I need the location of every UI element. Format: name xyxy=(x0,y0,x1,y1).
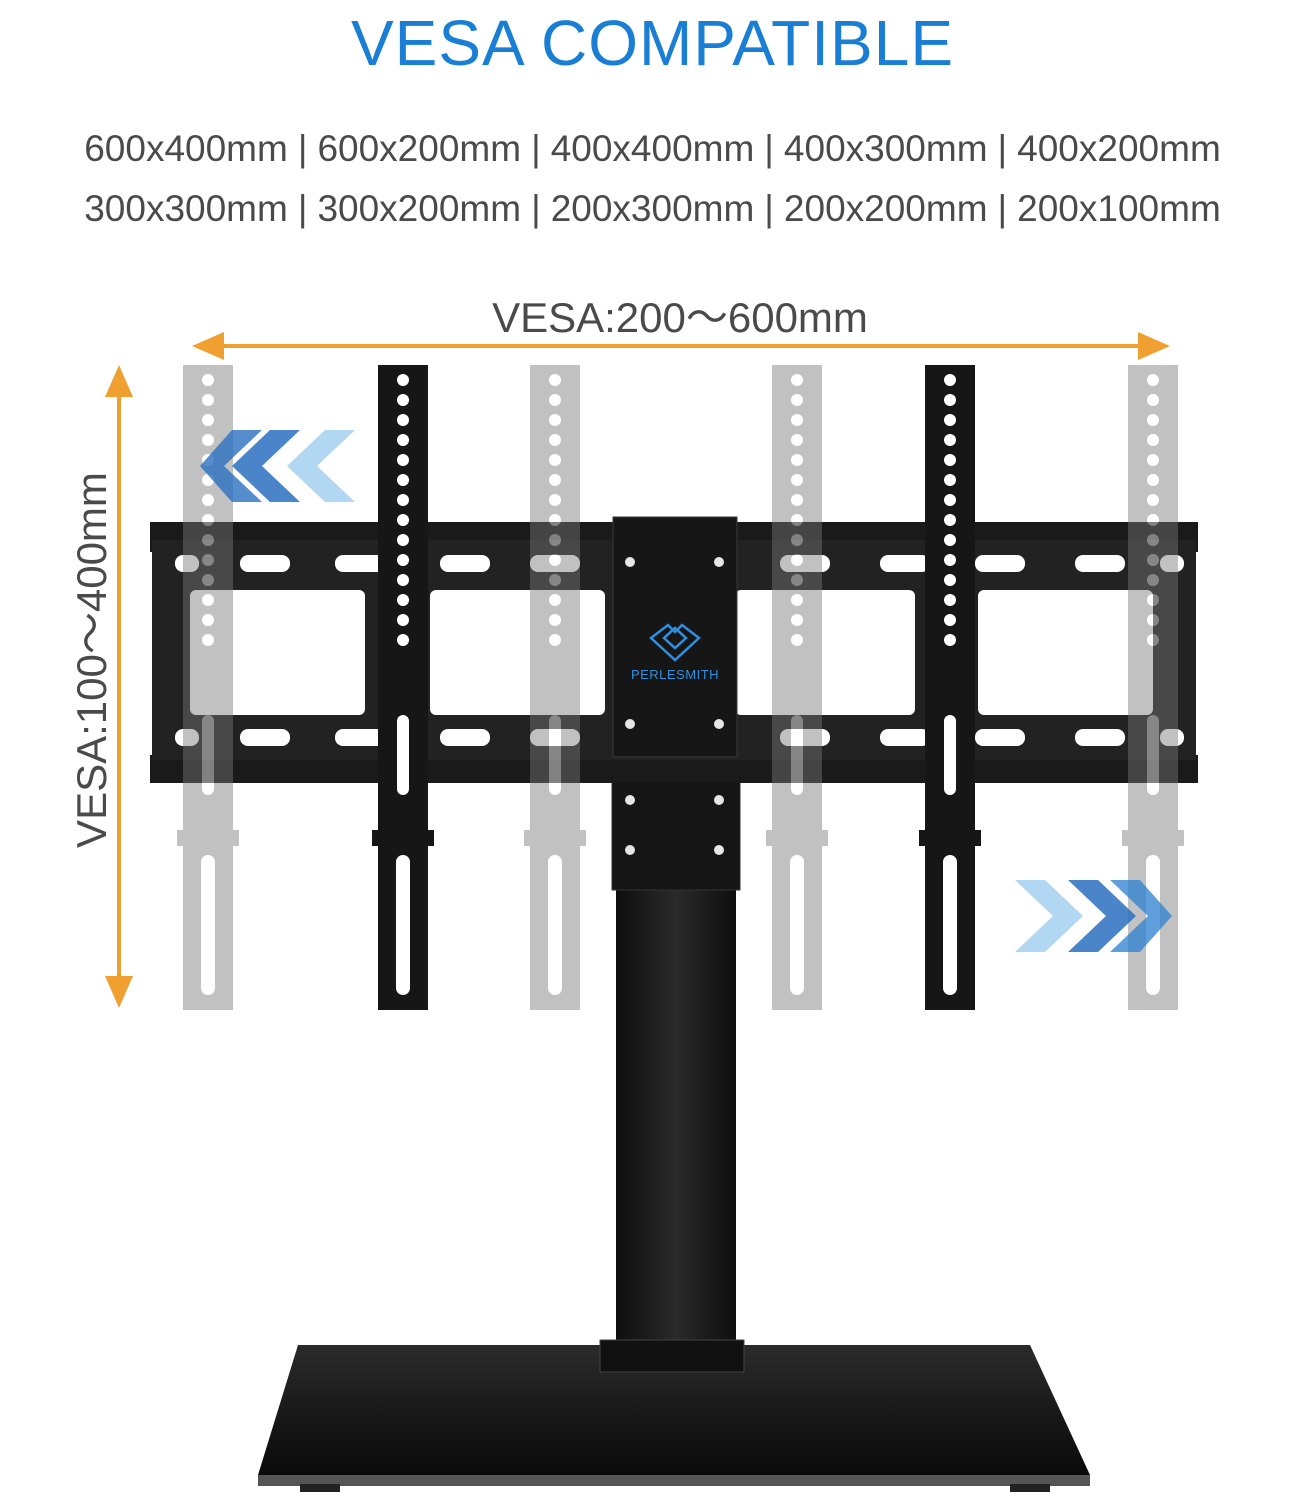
vesa-sizes-row-1: 600x400mm|600x200mm|400x400mm|400x300mm|… xyxy=(0,127,1305,171)
brand-name: PERLESMITH xyxy=(630,667,720,682)
vesa-size: 600x400mm xyxy=(84,128,288,169)
plate-slot xyxy=(240,555,290,572)
vesa-size: 200x100mm xyxy=(1017,188,1221,229)
plate-slot xyxy=(440,555,490,572)
plate-slot xyxy=(1075,729,1125,746)
size-separator: | xyxy=(764,128,774,169)
plate-slot xyxy=(240,729,290,746)
move-right-chevrons xyxy=(1015,880,1172,952)
plate-slot xyxy=(530,729,580,746)
vesa-size: 300x300mm xyxy=(84,188,288,229)
plate-slot xyxy=(880,555,930,572)
plate-slot xyxy=(335,555,385,572)
plate-slot xyxy=(975,729,1025,746)
horizontal-dimension-arrow xyxy=(192,332,1170,360)
plate-window xyxy=(430,590,605,715)
vesa-size: 400x200mm xyxy=(1017,128,1221,169)
vesa-size: 400x400mm xyxy=(550,128,755,169)
plate-slot xyxy=(440,729,490,746)
page-title: VESA COMPATIBLE xyxy=(350,7,955,79)
plate-window xyxy=(735,590,915,715)
center-bracket xyxy=(612,516,738,855)
plate-window xyxy=(978,590,1153,715)
mounting-arm xyxy=(372,365,434,1010)
plate-slot xyxy=(880,729,930,746)
mounting-arm-ghost xyxy=(524,365,586,1010)
horizontal-vesa-range: VESA:200～600mm xyxy=(492,293,868,341)
plate-slot xyxy=(975,555,1025,572)
stand-column xyxy=(599,779,745,1373)
size-separator: | xyxy=(297,128,308,169)
plate-slot xyxy=(1160,729,1184,746)
size-separator: | xyxy=(531,188,541,229)
size-separator: | xyxy=(297,188,308,229)
brand-logo xyxy=(649,623,701,662)
mounting-arm xyxy=(919,365,981,1010)
plate-slot xyxy=(780,729,830,746)
plate-slot xyxy=(530,555,580,572)
vesa-sizes-row-2: 300x300mm|300x200mm|200x300mm|200x200mm|… xyxy=(0,187,1305,231)
plate-slot xyxy=(175,729,199,746)
vertical-dimension-arrow xyxy=(105,365,133,1008)
plate-slot xyxy=(1160,555,1184,572)
vesa-size: 300x200mm xyxy=(317,188,522,229)
vertical-vesa-range: VESA:100～400mm xyxy=(67,472,115,848)
vesa-size: 400x300mm xyxy=(783,128,988,169)
plate-window xyxy=(190,590,365,715)
plate-slot xyxy=(780,555,830,572)
size-separator: | xyxy=(997,128,1008,169)
size-separator: | xyxy=(531,128,541,169)
vesa-size: 200x200mm xyxy=(783,188,988,229)
vesa-size: 200x300mm xyxy=(550,188,755,229)
vesa-size: 600x200mm xyxy=(317,128,522,169)
size-separator: | xyxy=(997,188,1008,229)
move-left-chevrons xyxy=(200,430,355,502)
plate-slot xyxy=(335,729,385,746)
mounting-arm-ghost xyxy=(766,365,828,1010)
stand-base xyxy=(258,1345,1090,1492)
size-separator: | xyxy=(764,188,774,229)
mounting-arm-ghost xyxy=(177,365,239,1010)
plate-slot xyxy=(1075,555,1125,572)
plate-slot xyxy=(175,555,199,572)
